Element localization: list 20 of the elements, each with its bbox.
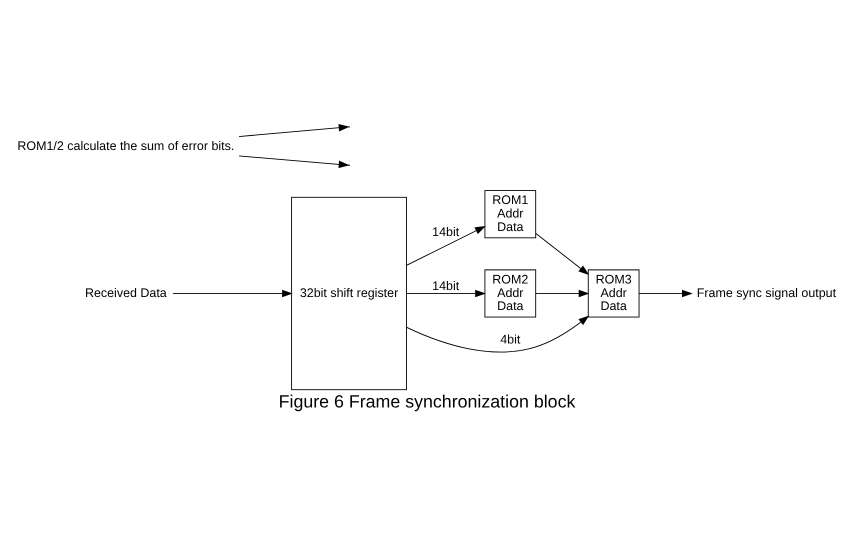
arrow [535, 289, 590, 297]
arrow [535, 232, 590, 275]
edge-label: 14bit [432, 278, 460, 293]
node-box: 32bit shift register [291, 196, 407, 390]
arrow [238, 123, 350, 136]
node-text: ROM1/2 calculate the sum of error bits. [17, 138, 234, 152]
arrow [238, 155, 350, 168]
node-box: ROM3 Addr Data [588, 268, 640, 318]
arrow [406, 289, 486, 297]
arrow [638, 289, 693, 297]
node-box: ROM2 Addr Data [484, 268, 536, 318]
node-text: Frame sync signal output [696, 285, 836, 300]
arrow [172, 289, 293, 297]
caption: Figure 6 Frame synchronization block [278, 391, 576, 412]
arrow [406, 225, 486, 266]
arrow [406, 315, 590, 352]
edge-label: 4bit [500, 332, 520, 346]
node-box: ROM1 Addr Data [484, 190, 536, 238]
edge-label: 14bit [432, 224, 460, 238]
node-text: Received Data [84, 285, 167, 300]
